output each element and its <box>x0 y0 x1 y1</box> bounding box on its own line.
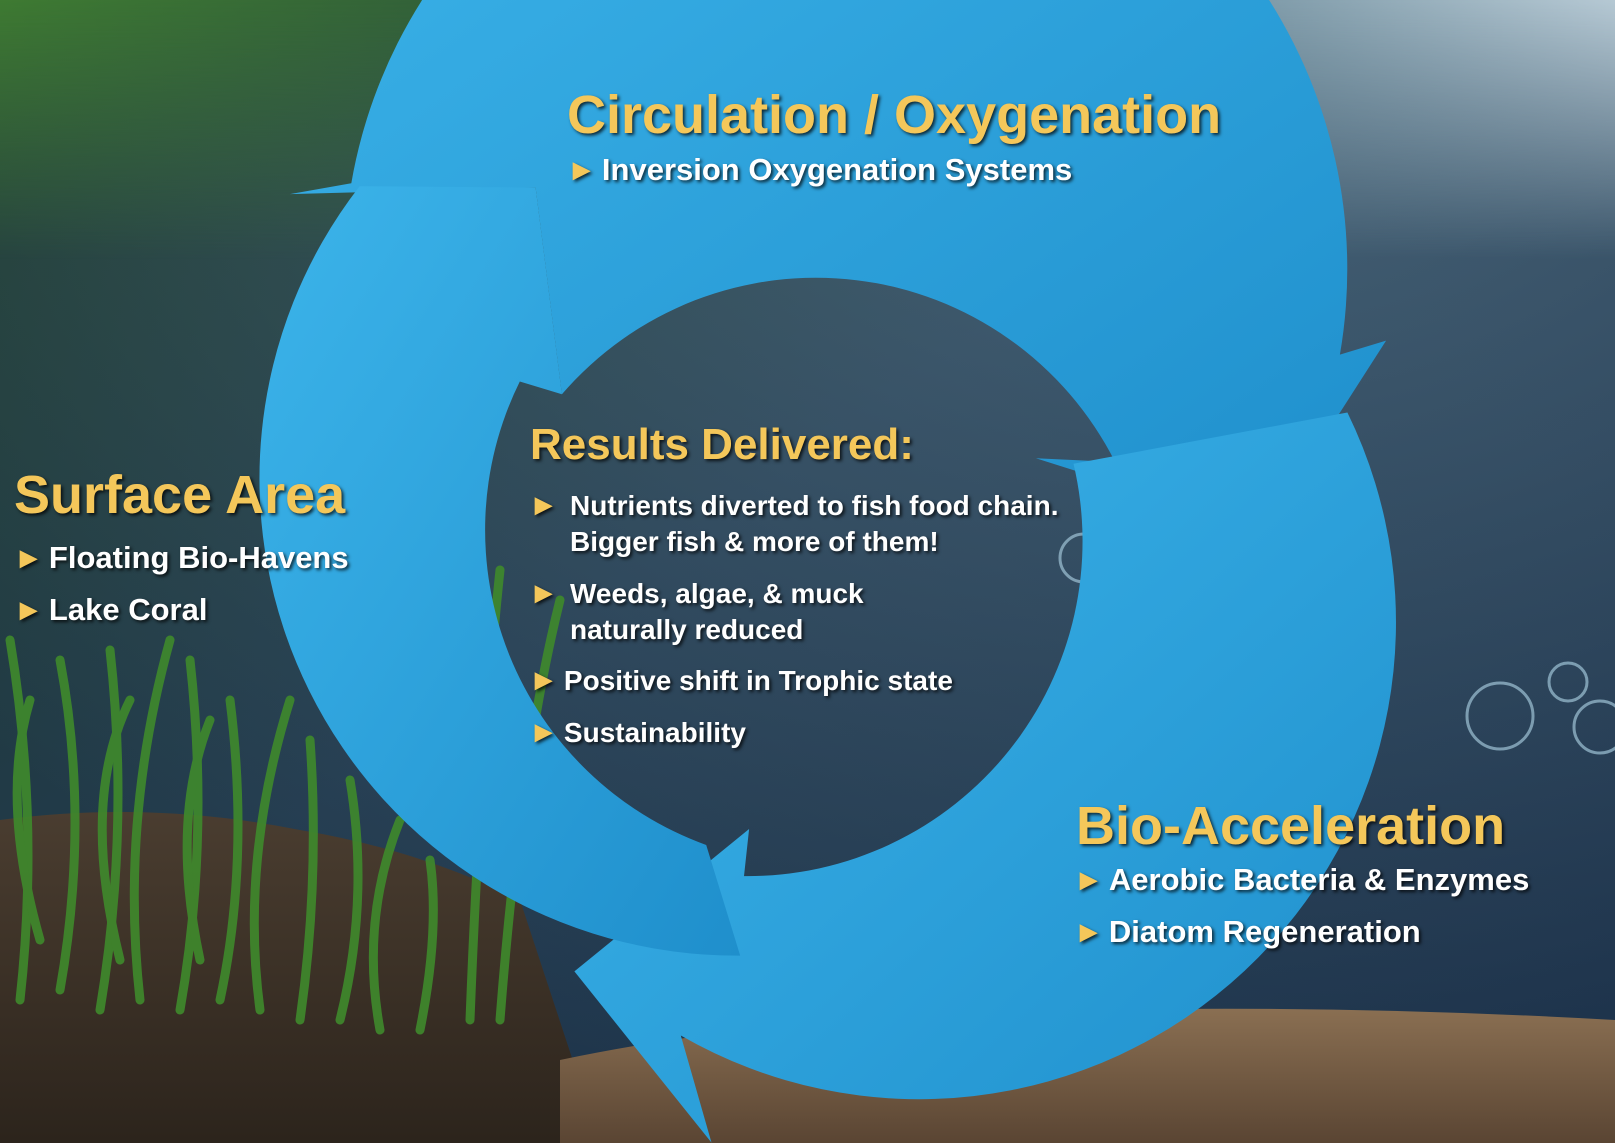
bullet-arrow-icon: ▶ <box>1080 919 1097 944</box>
surface-area-item-label: Lake Coral <box>48 592 208 627</box>
results-item: ▶ Nutrients diverted to fish food chain.… <box>535 488 1095 560</box>
circulation-title: Circulation / Oxygenation <box>567 85 1222 145</box>
bullet-arrow-icon: ▶ <box>20 597 37 622</box>
results-title: Results Delivered: <box>530 420 914 469</box>
results-item: ▶ Positive shift in Trophic state <box>535 663 953 701</box>
circulation-item: ▶ Inversion Oxygenation Systems <box>573 152 1072 188</box>
arrow-bottom-right <box>574 412 1396 1143</box>
bio-acceleration-item: ▶ Diatom Regeneration <box>1080 914 1421 950</box>
bullet-arrow-icon: ▶ <box>535 667 552 692</box>
results-item: ▶ Weeds, algae, & muck naturally reduced <box>535 576 955 648</box>
bullet-arrow-icon: ▶ <box>20 545 37 570</box>
seagrass <box>5 565 565 1035</box>
surface-area-item: ▶ Floating Bio-Havens <box>20 540 349 576</box>
arrow-top <box>289 0 1387 531</box>
circulation-item-label: Inversion Oxygenation Systems <box>601 152 1073 187</box>
bio-acceleration-title: Bio-Acceleration <box>1076 796 1506 856</box>
surface-area-item: ▶ Lake Coral <box>20 592 207 628</box>
results-item: ▶ Sustainability <box>535 715 746 753</box>
surface-area-title: Surface Area <box>14 465 346 525</box>
lake-bottom-rocks <box>0 812 600 1143</box>
bio-acceleration-item-label: Aerobic Bacteria & Enzymes <box>1108 862 1530 897</box>
results-item-label: Nutrients diverted to fish food chain. B… <box>570 490 1059 557</box>
results-item-label: Weeds, algae, & muck naturally reduced <box>570 578 864 645</box>
arrow-left <box>259 186 741 956</box>
results-item-label: Positive shift in Trophic state <box>563 665 953 696</box>
bio-acceleration-item: ▶ Aerobic Bacteria & Enzymes <box>1080 862 1529 898</box>
bullet-arrow-icon: ▶ <box>535 492 552 517</box>
bullet-arrow-icon: ▶ <box>573 157 590 182</box>
cycle-arrows <box>259 0 1396 1143</box>
bio-acceleration-item-label: Diatom Regeneration <box>1108 914 1421 949</box>
bullet-arrow-icon: ▶ <box>535 719 552 744</box>
bullet-arrow-icon: ▶ <box>535 580 552 605</box>
results-item-label: Sustainability <box>563 717 746 748</box>
surface-area-item-label: Floating Bio-Havens <box>48 540 349 575</box>
bullet-arrow-icon: ▶ <box>1080 867 1097 892</box>
